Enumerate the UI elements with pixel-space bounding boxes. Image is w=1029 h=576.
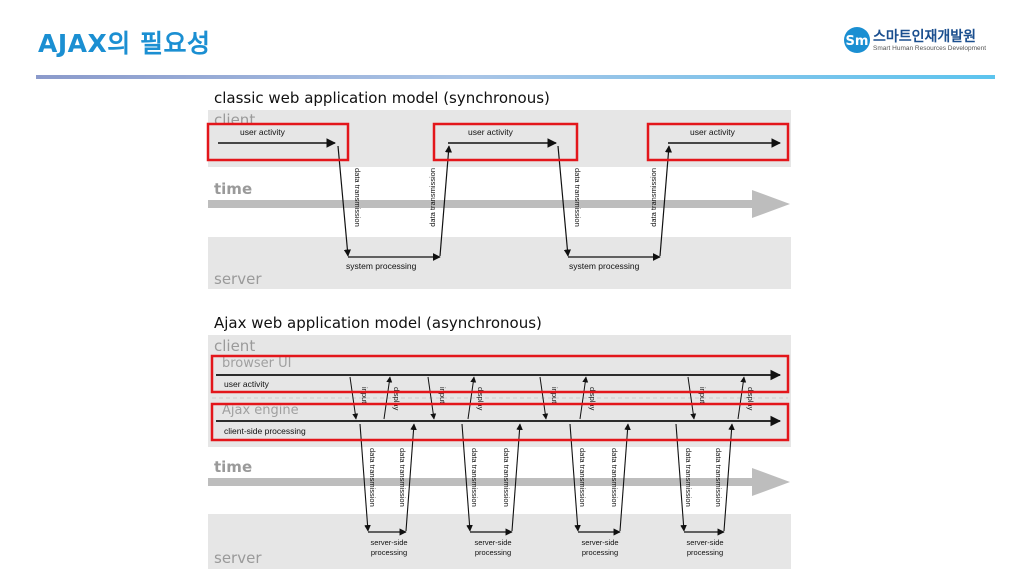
server-side-label-3: server-side xyxy=(581,538,618,547)
ajax-transmission-down-2 xyxy=(461,423,473,532)
classic-data-transmission-label-3: data transmission xyxy=(573,168,582,227)
highlight-browser-ui xyxy=(210,354,790,394)
ajax-engine-label: Ajax engine xyxy=(222,403,299,418)
classic-user-activity-label-3: user activity xyxy=(690,127,736,137)
classic-model-heading: classic web application model (synchrono… xyxy=(214,89,550,107)
ajax-display-arrow-1 xyxy=(383,376,393,420)
ajax-transmission-up-2 xyxy=(511,423,523,532)
slide-title: AJAX의 필요성 xyxy=(38,29,211,58)
ajax-data-transmission-label-3: data transmission xyxy=(470,448,479,507)
ajax-time-arrowhead xyxy=(752,468,790,496)
classic-time-arrowhead xyxy=(752,190,790,218)
server-side-label-1: server-side xyxy=(370,538,407,547)
classic-server-label: server xyxy=(214,270,262,288)
ajax-server-label: server xyxy=(214,549,262,567)
classic-transmission-down-1 xyxy=(337,145,351,257)
ajax-display-label-4: display xyxy=(746,387,755,411)
ajax-input-arrow-3 xyxy=(539,376,549,420)
ajax-server-band xyxy=(208,514,791,569)
classic-user-activity-label-1: user activity xyxy=(240,127,286,137)
ajax-display-label-3: display xyxy=(588,387,597,411)
ajax-transmission-up-4 xyxy=(723,423,735,532)
ajax-data-transmission-label-8: data transmission xyxy=(714,448,723,507)
brand-name: 스마트인재개발원 xyxy=(873,29,977,45)
brand-logo: Sm 스마트인재개발원 Smart Human Resources Develo… xyxy=(843,26,993,56)
ajax-input-arrow-4 xyxy=(687,376,697,420)
server-processing-label-4: processing xyxy=(687,548,723,557)
ajax-data-transmission-label-6: data transmission xyxy=(610,448,619,507)
client-side-processing-label: client-side processing xyxy=(224,426,306,436)
classic-transmission-down-2 xyxy=(557,145,571,257)
ajax-data-transmission-label-2: data transmission xyxy=(398,448,407,507)
ajax-transmission-down-4 xyxy=(675,423,687,532)
ajax-data-transmission-label-1: data transmission xyxy=(368,448,377,507)
highlight-user-activity-1 xyxy=(206,122,350,162)
ajax-input-arrow-2 xyxy=(427,376,437,420)
classic-data-transmission-label-4: data transmission xyxy=(649,168,658,227)
ajax-display-label-1: display xyxy=(392,387,401,411)
highlight-user-activity-3 xyxy=(646,122,790,162)
ajax-input-label-4: input xyxy=(698,387,707,404)
server-processing-label-2: processing xyxy=(475,548,511,557)
ajax-display-label-2: display xyxy=(476,387,485,411)
ajax-transmission-up-3 xyxy=(619,423,631,532)
ajax-input-label-3: input xyxy=(550,387,559,404)
classic-time-label: time xyxy=(214,180,252,198)
classic-system-processing-label-1: system processing xyxy=(346,261,417,271)
ajax-data-transmission-label-5: data transmission xyxy=(578,448,587,507)
sm-logo-icon: Sm xyxy=(844,27,870,53)
classic-system-processing-label-2: system processing xyxy=(569,261,640,271)
ajax-display-arrow-4 xyxy=(737,376,747,420)
server-processing-label-1: processing xyxy=(371,548,407,557)
ajax-display-arrow-3 xyxy=(579,376,589,420)
title-divider xyxy=(36,75,995,79)
highlight-user-activity-2 xyxy=(432,122,579,162)
ajax-data-transmission-label-7: data transmission xyxy=(684,448,693,507)
ajax-user-activity-label: user activity xyxy=(224,379,270,389)
ajax-transmission-down-1 xyxy=(359,423,371,532)
server-processing-label-3: processing xyxy=(582,548,618,557)
server-side-label-4: server-side xyxy=(686,538,723,547)
ajax-data-transmission-label-4: data transmission xyxy=(502,448,511,507)
ajax-input-label-2: input xyxy=(438,387,447,404)
ajax-input-arrow-1 xyxy=(349,376,359,420)
classic-data-transmission-label-1: data transmission xyxy=(353,168,362,227)
classic-transmission-up-2 xyxy=(659,145,673,257)
browser-ui-label: browser UI xyxy=(222,356,292,371)
classic-user-activity-label-2: user activity xyxy=(468,127,514,137)
classic-time-bar xyxy=(208,200,753,208)
ajax-display-arrow-2 xyxy=(467,376,477,420)
ajax-transmission-up-1 xyxy=(405,423,417,532)
classic-server-band xyxy=(208,237,791,289)
ajax-model-heading: Ajax web application model (asynchronous… xyxy=(214,314,542,332)
classic-data-transmission-label-2: data transmission xyxy=(428,168,437,227)
ajax-time-bar xyxy=(208,478,753,486)
ajax-input-label-1: input xyxy=(360,387,369,404)
classic-transmission-up-1 xyxy=(439,145,453,257)
highlight-ajax-engine xyxy=(210,402,790,442)
svg-text:Sm: Sm xyxy=(846,34,869,49)
brand-subtitle: Smart Human Resources Development xyxy=(873,45,987,52)
classic-client-band xyxy=(208,110,791,167)
ajax-time-label: time xyxy=(214,458,252,476)
ajax-client-label: client xyxy=(214,337,255,355)
ajax-transmission-down-3 xyxy=(569,423,581,532)
server-side-label-2: server-side xyxy=(474,538,511,547)
